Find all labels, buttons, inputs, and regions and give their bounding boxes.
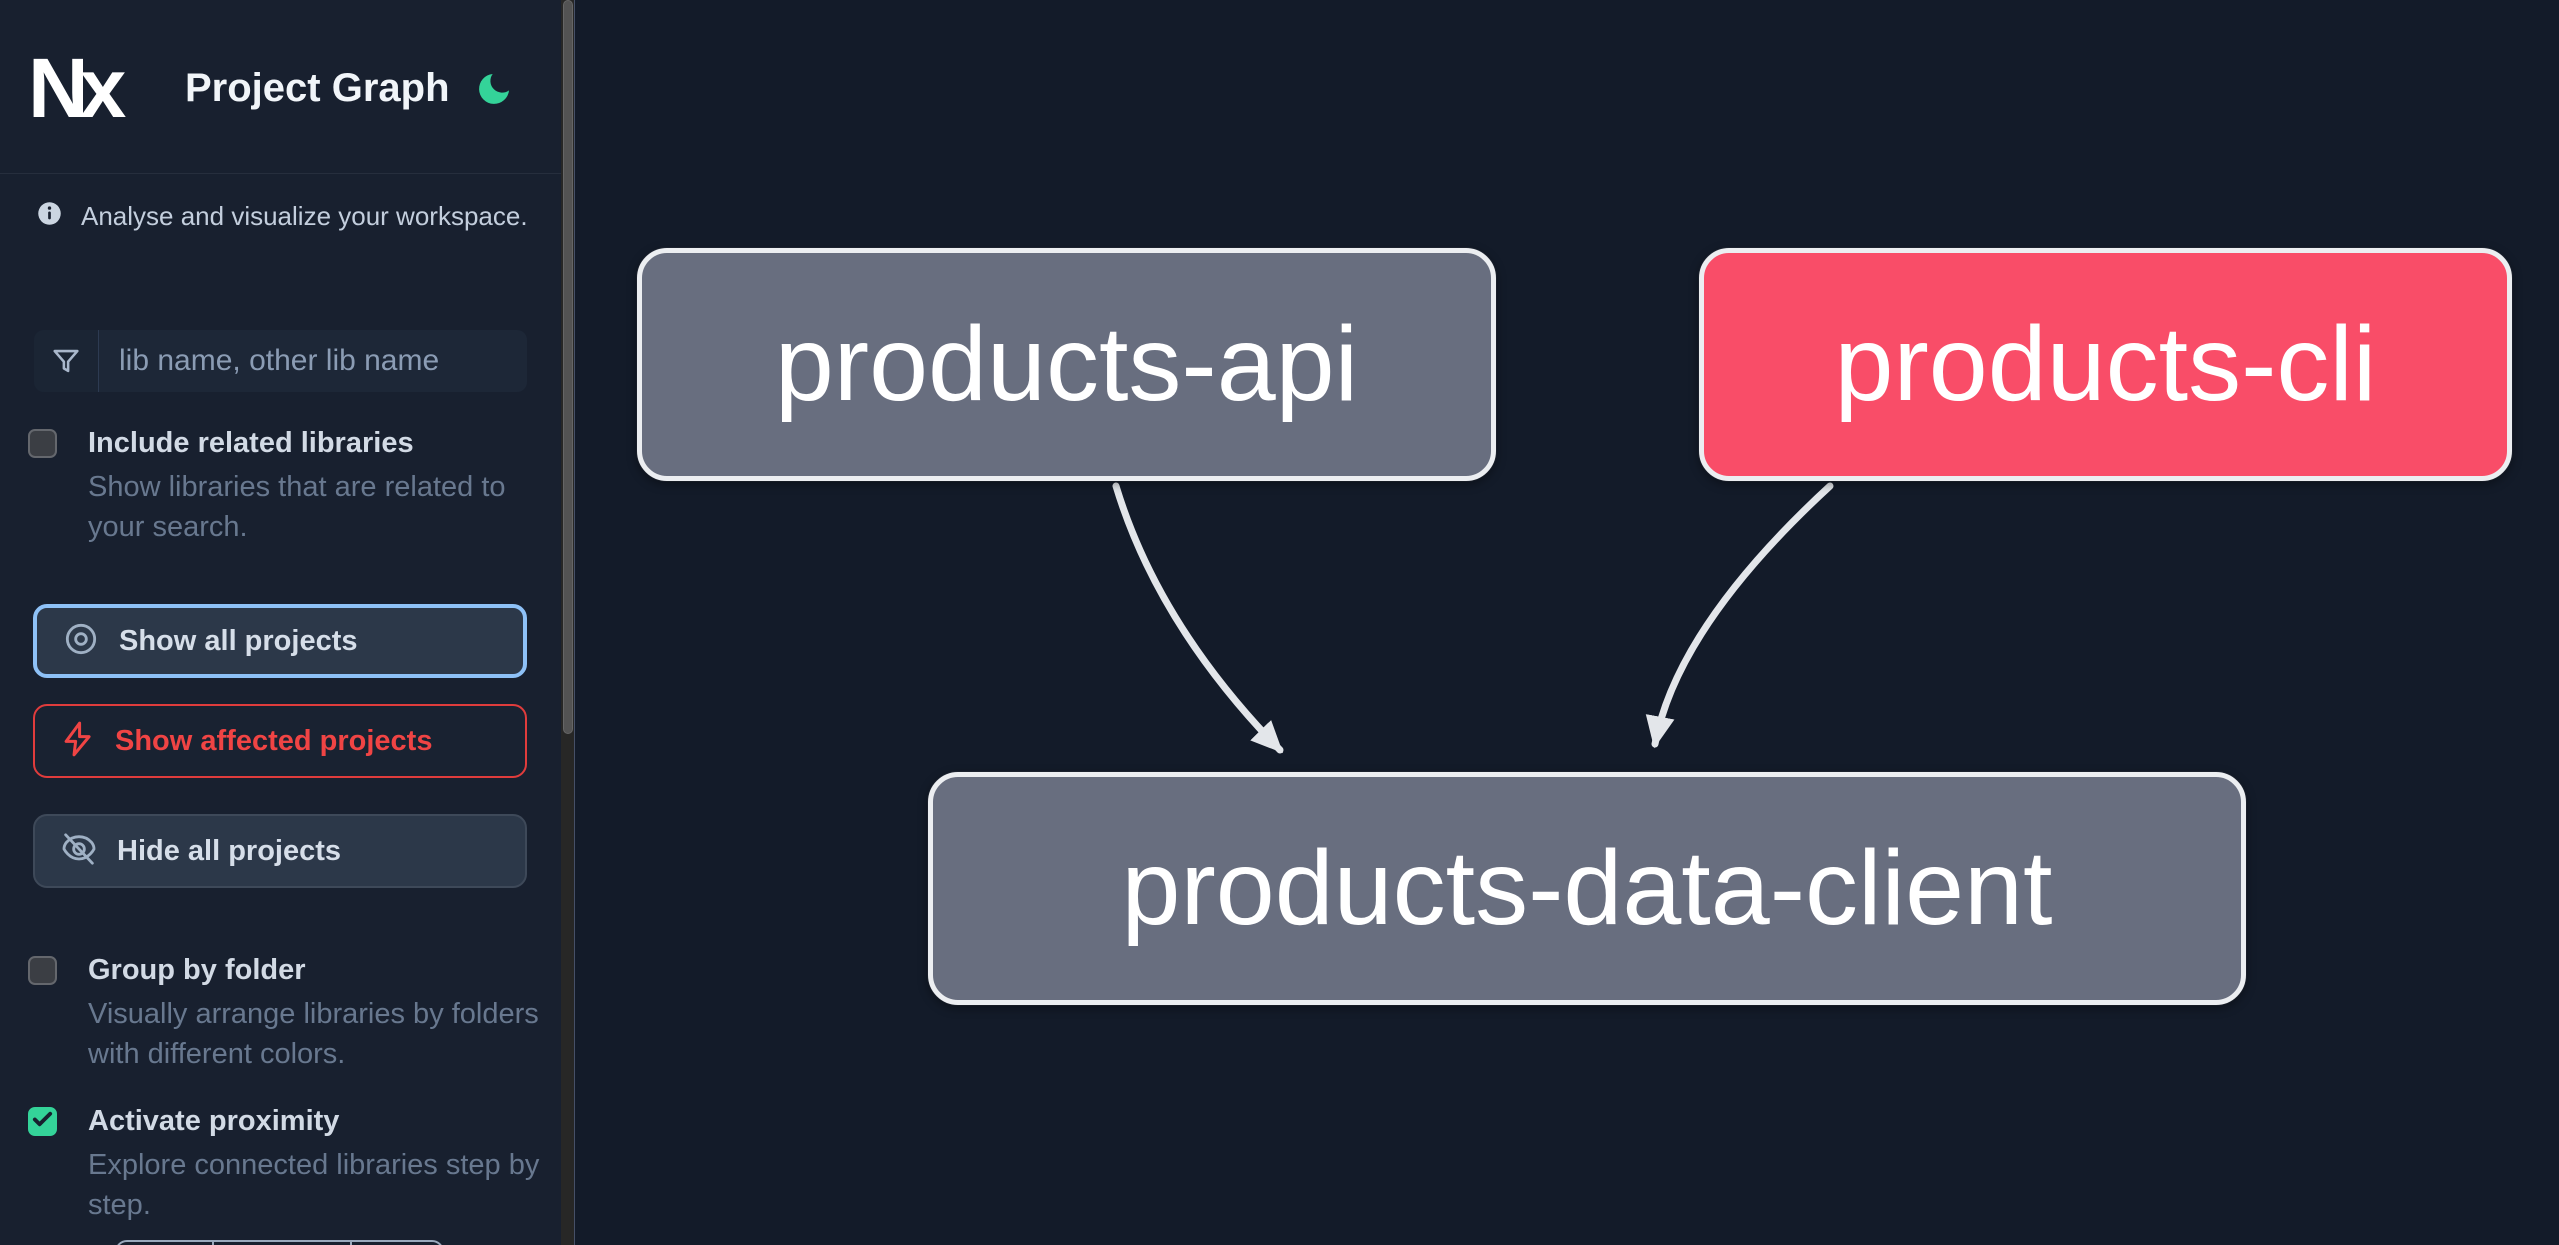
- search-box: [34, 330, 527, 392]
- eye-icon: [61, 619, 101, 664]
- stepper-value: [214, 1242, 352, 1245]
- show-all-projects-button[interactable]: Show all projects: [33, 604, 527, 678]
- node-products-cli[interactable]: products-cli: [1699, 248, 2512, 481]
- eye-off-icon: [59, 829, 99, 874]
- info-icon: [36, 200, 63, 232]
- sidebar: Nx Project Graph Analyse and visualize y…: [0, 0, 575, 1245]
- activate-proximity-checkbox[interactable]: [28, 1107, 57, 1136]
- include-related-checkbox[interactable]: [28, 429, 57, 458]
- bolt-icon: [59, 720, 97, 763]
- nx-logo: Nx: [28, 41, 126, 135]
- theme-toggle-button[interactable]: [472, 68, 516, 112]
- workspace-tagline: Analyse and visualize your workspace.: [36, 200, 528, 232]
- include-related-label: Include related libraries: [88, 427, 414, 459]
- page-title: Project Graph: [185, 66, 450, 110]
- proximity-depth-stepper[interactable]: [115, 1240, 444, 1245]
- activate-proximity-label: Activate proximity: [88, 1105, 340, 1137]
- show-affected-projects-label: Show affected projects: [115, 724, 433, 757]
- hide-all-projects-button[interactable]: Hide all projects: [33, 814, 527, 888]
- sidebar-header: Nx Project Graph: [0, 0, 561, 174]
- show-all-projects-label: Show all projects: [119, 624, 358, 657]
- group-by-folder-label: Group by folder: [88, 954, 306, 986]
- activate-proximity-description: Explore connected libraries step by step…: [88, 1149, 540, 1221]
- graph-canvas[interactable]: products-api products-cli products-data-…: [575, 0, 2559, 1245]
- node-label: products-cli: [1834, 305, 2377, 423]
- search-input[interactable]: [99, 330, 527, 392]
- sidebar-scrollbar-thumb[interactable]: [563, 0, 573, 734]
- moon-icon: [474, 73, 514, 112]
- include-related-description: Show libraries that are related to your …: [88, 471, 506, 543]
- group-by-folder-checkbox[interactable]: [28, 956, 57, 985]
- node-products-data-client[interactable]: products-data-client: [928, 772, 2246, 1005]
- dependency-edges: [1112, 482, 1834, 754]
- show-affected-projects-button[interactable]: Show affected projects: [33, 704, 527, 778]
- sidebar-scrollbar-track: [561, 0, 575, 1245]
- node-label: products-data-client: [1121, 829, 2053, 947]
- node-label: products-api: [774, 305, 1359, 423]
- edge-products-api-to-products-data-client[interactable]: [1112, 482, 1284, 754]
- hide-all-projects-label: Hide all projects: [117, 834, 342, 867]
- stepper-decrement[interactable]: [117, 1242, 214, 1245]
- group-by-folder-description: Visually arrange libraries by folders wi…: [88, 998, 539, 1070]
- edge-products-cli-to-products-data-client[interactable]: [1645, 482, 1834, 749]
- node-products-api[interactable]: products-api: [637, 248, 1496, 481]
- filter-icon: [34, 330, 99, 392]
- tagline-text: Analyse and visualize your workspace.: [81, 200, 528, 231]
- check-icon: [31, 1108, 54, 1136]
